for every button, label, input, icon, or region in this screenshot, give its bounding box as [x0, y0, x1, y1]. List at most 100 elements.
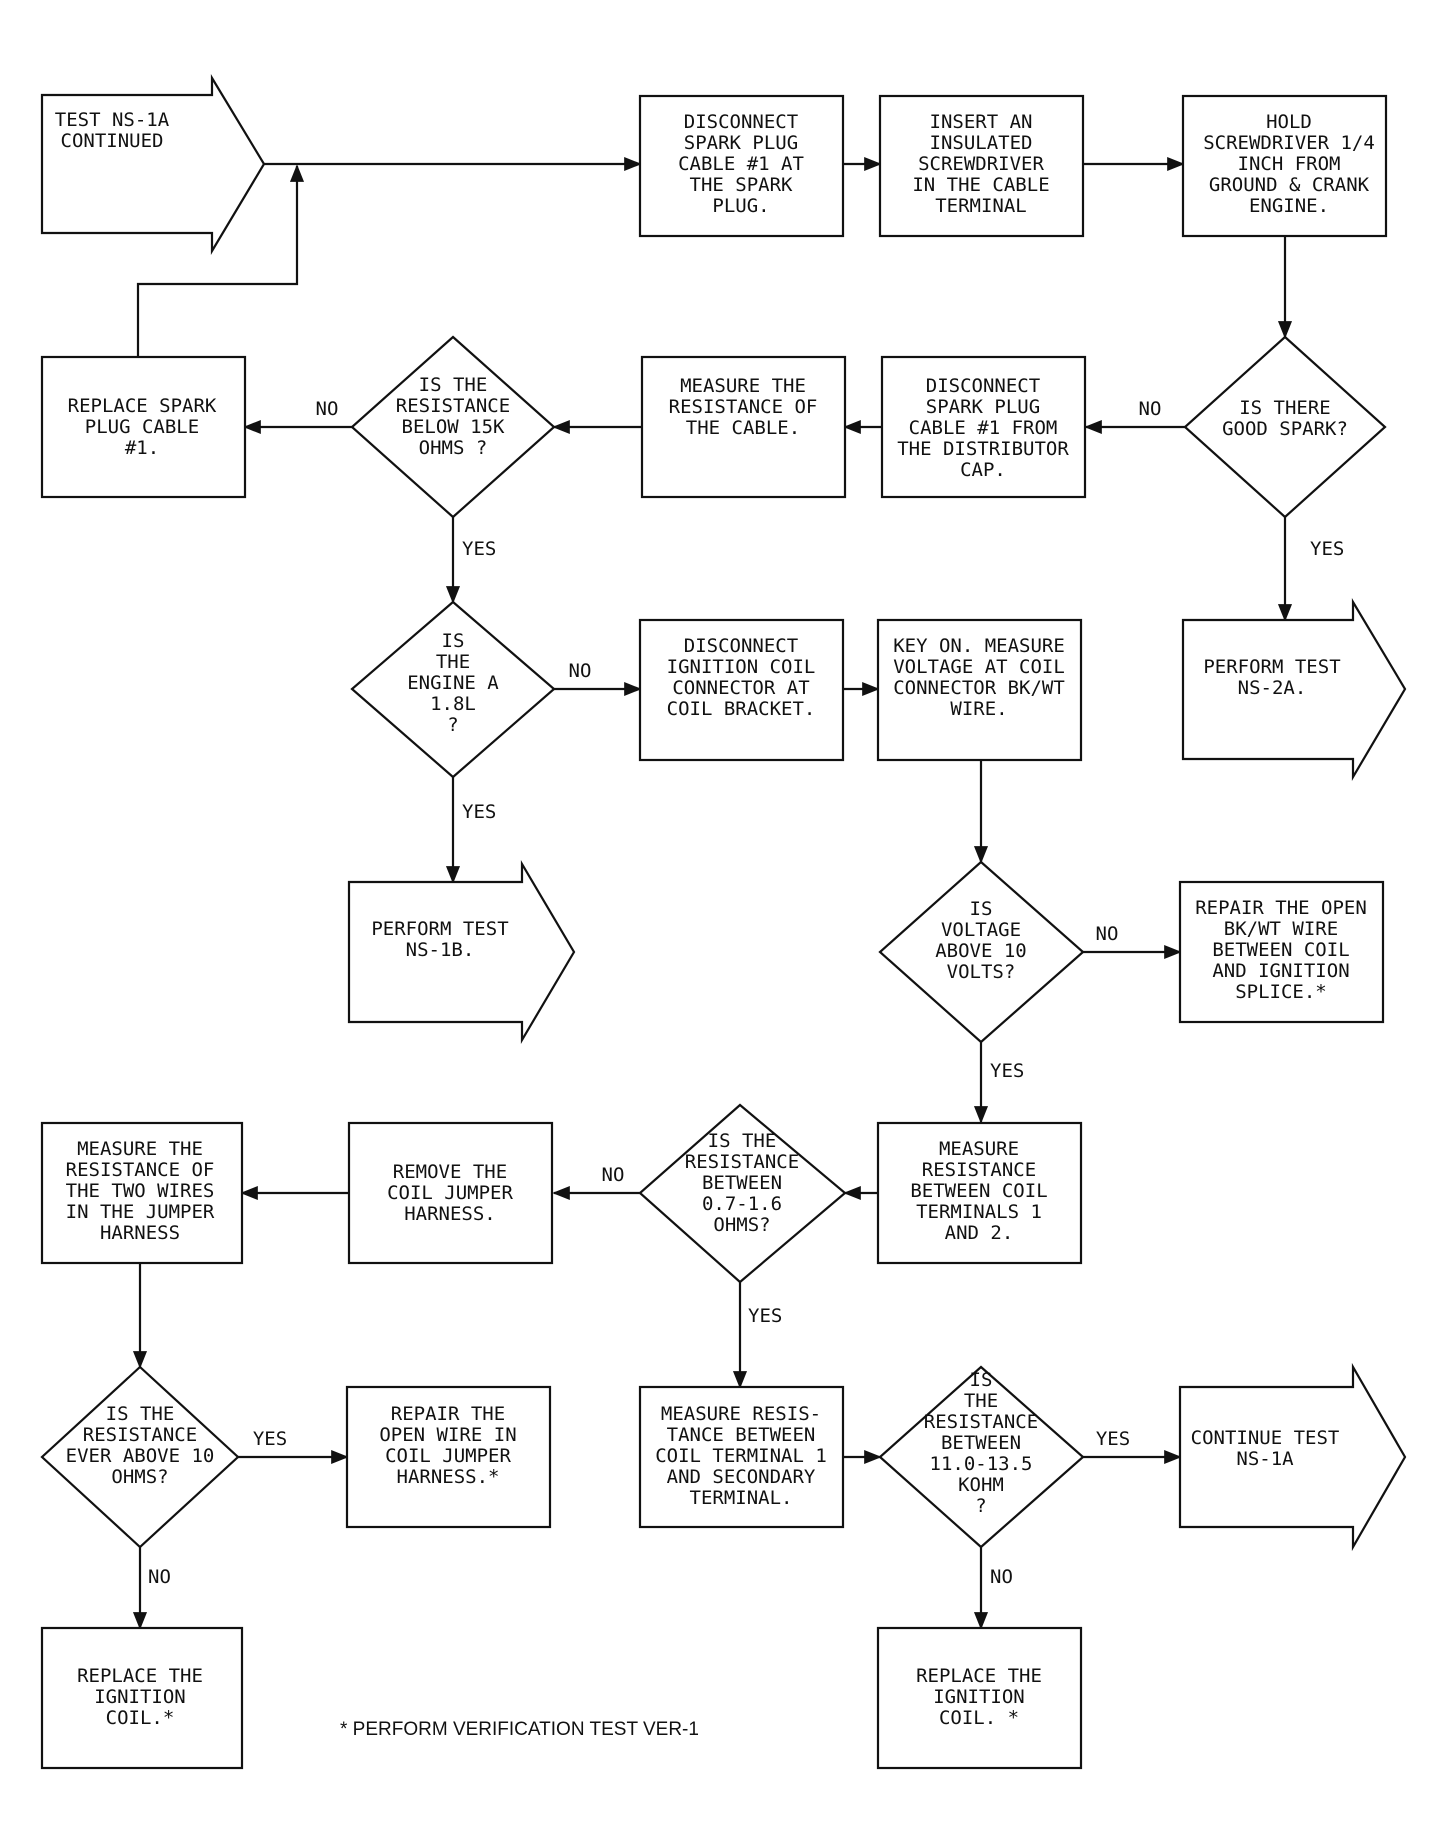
node-text-line: CONNECTOR AT — [672, 677, 809, 699]
node-text-line: COIL BRACKET. — [667, 698, 816, 720]
node-text-line: BK/WT WIRE — [1224, 918, 1338, 940]
node-text-line: REPLACE THE — [77, 1665, 203, 1687]
label-no-ever10: NO — [148, 1566, 171, 1588]
label-yes-ever10: YES — [253, 1428, 287, 1450]
node-text-line: 0.7-1.6 — [702, 1193, 782, 1215]
node-text-line: HOLD — [1266, 111, 1312, 133]
node-text-line: EVER ABOVE 10 — [66, 1445, 215, 1467]
label-no-volt10: NO — [1096, 923, 1119, 945]
node-text-line: THE CABLE. — [686, 417, 800, 439]
node-text-line: IN THE JUMPER — [66, 1201, 215, 1223]
node-text-line: ENGINE. — [1249, 195, 1329, 217]
node-text-line: COIL.* — [106, 1707, 175, 1729]
node-text-line: CABLE #1 FROM — [909, 417, 1058, 439]
node-text-line: HARNESS — [100, 1222, 180, 1244]
edge-replace-cable-back-to-main — [136, 164, 305, 357]
node-text-line: REMOVE THE — [393, 1161, 507, 1183]
node-text-line: #1. — [125, 437, 159, 459]
node-text-line: VOLTS? — [947, 961, 1016, 983]
node-text-line: IGNITION — [94, 1686, 186, 1708]
label-yes-good-spark: YES — [1310, 538, 1344, 560]
label-no-good-spark: NO — [1139, 398, 1162, 420]
node-text-line: IN THE CABLE — [912, 174, 1049, 196]
node-text-line: REPLACE THE — [916, 1665, 1042, 1687]
node-text-line: ? — [447, 714, 458, 736]
label-yes-below15k: YES — [462, 538, 496, 560]
node-text-line: VOLTAGE — [941, 919, 1021, 941]
node-text-line: RESISTANCE — [396, 395, 510, 417]
node-text-line: OPEN WIRE IN — [379, 1424, 516, 1446]
node-text-line: TERMINAL. — [690, 1487, 793, 1509]
node-text-line: 11.0-13.5 — [930, 1453, 1033, 1475]
label-no-engine18: NO — [569, 660, 592, 682]
node-text-line: PLUG. — [712, 195, 769, 217]
node-text-line: OHMS ? — [419, 437, 488, 459]
node-text-line: IGNITION COIL — [667, 656, 816, 678]
node-text-line: THE DISTRIBUTOR — [897, 438, 1069, 460]
node-text-line: BELOW 15K — [402, 416, 506, 438]
node-text-line: 1.8L — [430, 693, 476, 715]
node-text-line: AND IGNITION — [1212, 960, 1349, 982]
connectors — [132, 156, 1293, 1630]
node-text-line: GROUND & CRANK — [1209, 174, 1370, 196]
node-text-line: REPLACE SPARK — [68, 395, 217, 417]
node-text-line: THE TWO WIRES — [66, 1180, 215, 1202]
node-text-line: NS-1B. — [406, 939, 475, 961]
node-text-line: TANCE BETWEEN — [667, 1424, 816, 1446]
node-text-line: OHMS? — [111, 1466, 168, 1488]
node-text-line: TEST NS-1A — [55, 109, 170, 131]
node-text-line: CONTINUE TEST — [1191, 1427, 1340, 1449]
node-text-line: IS — [970, 898, 993, 920]
label-yes-between11: YES — [1096, 1428, 1130, 1450]
node-text-line: DISCONNECT — [926, 375, 1040, 397]
node-text-line: INSULATED — [930, 132, 1033, 154]
node-text-line: IS — [442, 630, 465, 652]
node-text-line: REPAIR THE — [391, 1403, 505, 1425]
node-text-line: RESISTANCE OF — [669, 396, 818, 418]
node-text-line: AND SECONDARY — [667, 1466, 816, 1488]
node-text-line: MEASURE — [939, 1138, 1019, 1160]
node-text-line: THE — [964, 1390, 998, 1412]
node-text-line: HARNESS.* — [397, 1466, 500, 1488]
label-yes-engine18: YES — [462, 801, 496, 823]
node-text-line: HARNESS. — [404, 1203, 496, 1225]
node-text-line: SPARK PLUG — [684, 132, 798, 154]
node-text-line: WIRE. — [950, 698, 1007, 720]
node-text-line: BETWEEN COIL — [1212, 939, 1349, 961]
node-text-line: THE — [436, 651, 470, 673]
node-text-line: IS — [970, 1369, 993, 1391]
